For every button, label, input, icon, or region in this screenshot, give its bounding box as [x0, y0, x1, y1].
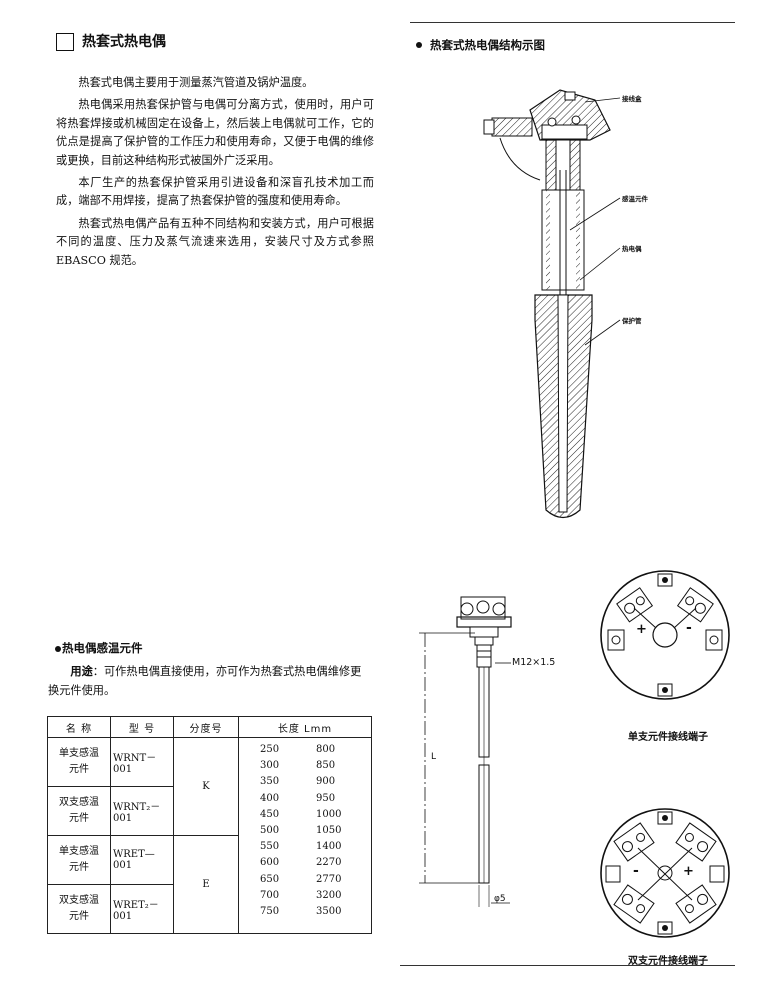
cell-model: WRNT－001 — [110, 737, 174, 787]
thread-dimension: M12×1.5 — [512, 657, 556, 668]
junction-box — [483, 89, 611, 181]
element-title: 热电偶感温元件 — [62, 641, 143, 655]
label-protection-tube: 保护管 — [622, 317, 642, 325]
length-value: 1400 — [316, 841, 342, 853]
label-junction-box: 接线盒 — [622, 95, 642, 103]
thermocouple-structure-diagram — [483, 89, 621, 519]
length-value: 500 — [260, 825, 280, 837]
cell-model: WRET—001 — [110, 835, 174, 885]
cell-model: WRET₂－001 — [110, 884, 174, 934]
plus-sign: + — [636, 622, 647, 637]
length-value: 2770 — [316, 873, 342, 885]
length-row: 300 850 — [239, 758, 371, 774]
table-row: 双支感温元件 WRET₂－001 — [47, 884, 372, 934]
usage-text: 用途：可作热电偶直接使用，亦可作为热套式热电偶维修更换元件使用。 — [48, 662, 368, 700]
length-value: 250 — [260, 744, 280, 755]
cell-name: 双支感温元件 — [47, 786, 111, 836]
cell-model: WRNT₂－001 — [110, 786, 174, 836]
table-row: 单支感温元件 WRET—001 E — [47, 835, 372, 934]
checkbox-icon — [56, 33, 74, 51]
bullet-icon — [416, 42, 422, 48]
header-model: 型 号 — [110, 716, 174, 738]
plus-sign: + — [683, 864, 694, 879]
intro-paragraph: 热电偶采用热套保护管与电偶可分离方式，使用时，用户可将热套焊接或机械固定在设备上… — [56, 98, 374, 167]
length-value: 300 — [260, 760, 280, 772]
table-row: 双支感温元件 WRNT₂－001 — [47, 786, 372, 836]
length-value: 350 — [260, 776, 280, 788]
cell-name: 单支感温元件 — [47, 737, 111, 787]
bullet-icon — [55, 646, 61, 652]
section-title: 热套式热电偶 — [82, 34, 166, 50]
length-value: 600 — [260, 857, 280, 869]
double-terminal-diagram — [600, 808, 730, 938]
intro-paragraph: 热套式电偶主要用于测量蒸汽管道及锅炉温度。 — [78, 76, 314, 89]
single-terminal-caption: 单支元件接线端子 — [628, 732, 708, 743]
length-value: 550 — [260, 841, 280, 853]
label-sensing-element: 感温元件 — [622, 195, 648, 203]
table-row: 单支感温元件 WRNT－001 K 250 800 300 850 350 900 400 9… — [47, 737, 372, 934]
length-row: 650 2770 — [239, 872, 371, 888]
length-list: 250 800 300 850 350 900 400 950 450 1000 500 1050 55… — [239, 742, 371, 920]
intro-text: 热套式电偶主要用于测量蒸汽管道及锅炉温度。 热电偶采用热套保护管与电偶可分离方式… — [56, 74, 374, 274]
length-row: 700 3200 — [239, 888, 371, 904]
cell-lengths: 250 800 300 850 350 900 400 950 450 1000 500 1050 55… — [238, 737, 372, 934]
double-terminal-caption: 双支元件接线端子 — [628, 956, 708, 967]
length-row: 500 1050 — [239, 823, 371, 839]
top-rule — [410, 22, 735, 23]
sensing-element-diagram — [419, 596, 512, 907]
length-dimension: L — [431, 752, 437, 762]
length-row: 350 900 — [239, 774, 371, 790]
length-value: 3500 — [316, 906, 342, 918]
length-value: 3200 — [316, 889, 342, 901]
cell-name: 双支感温元件 — [47, 884, 111, 934]
length-value: 700 — [260, 889, 280, 901]
length-value: 450 — [260, 808, 280, 820]
cell-name: 单支感温元件 — [47, 835, 111, 885]
length-value: 1000 — [316, 808, 342, 820]
minus-sign: - — [633, 863, 639, 879]
length-row: 400 950 — [239, 791, 371, 807]
length-value: 950 — [316, 792, 336, 804]
cell-graduation: E — [173, 835, 239, 934]
length-row: 250 800 — [239, 742, 371, 758]
intro-paragraph: 本厂生产的热套保护管采用引进设备和深盲孔技术加工而成，端部不用焊接，提高了热套保… — [56, 176, 374, 208]
length-value: 800 — [316, 744, 336, 755]
header-graduation: 分度号 — [173, 716, 239, 738]
single-terminal-diagram — [600, 570, 730, 700]
cell-graduation: K — [173, 737, 239, 836]
length-value: 1050 — [316, 825, 342, 837]
usage-body: ：可作热电偶直接使用，亦可作为热套式热电偶维修更换元件使用。 — [48, 665, 362, 697]
length-row: 550 1400 — [239, 839, 371, 855]
minus-sign: - — [686, 620, 692, 636]
bottom-rule — [400, 965, 735, 966]
length-row: 600 2270 — [239, 855, 371, 871]
length-value: 850 — [316, 760, 336, 772]
length-value: 400 — [260, 792, 280, 804]
length-value: 2270 — [316, 857, 342, 869]
header-name: 名 称 — [47, 716, 111, 738]
length-value: 900 — [316, 776, 336, 788]
length-row: 750 3500 — [239, 904, 371, 920]
length-row: 450 1000 — [239, 807, 371, 823]
length-value: 750 — [260, 906, 280, 918]
label-thermocouple: 热电偶 — [622, 245, 642, 253]
intro-paragraph: 热套式热电偶产品有五种不同结构和安装方式，用户可根据不同的温度、压力及蒸气流速来… — [56, 216, 374, 267]
diagram-title: 热套式热电偶结构示图 — [430, 38, 545, 52]
diameter-dimension: φ5 — [494, 894, 506, 904]
usage-label: 用途 — [70, 665, 93, 678]
spec-table: 名 称 型 号 分度号 长度 Lmm 单支感温元件 WRNT－001 K 250… — [47, 716, 372, 934]
length-value: 650 — [260, 873, 280, 885]
table-header-row: 名 称 型 号 分度号 长度 Lmm — [47, 716, 372, 738]
header-length: 长度 Lmm — [238, 716, 372, 738]
